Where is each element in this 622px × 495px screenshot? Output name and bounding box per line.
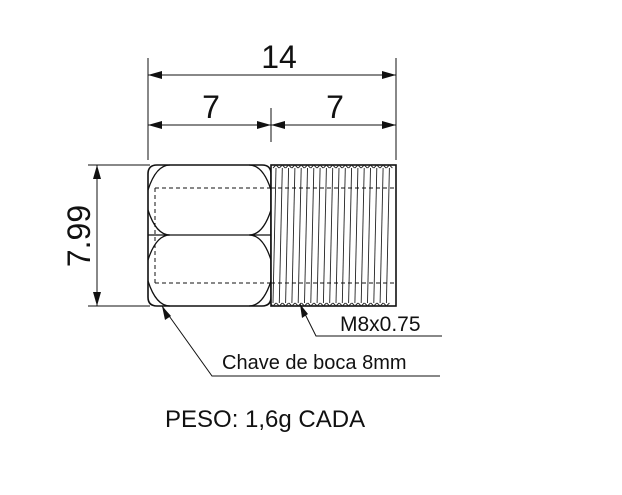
hex-body xyxy=(147,164,275,307)
height-label: 7.99 xyxy=(61,205,97,267)
weight-note: PESO: 1,6g CADA xyxy=(165,406,365,433)
thread-annotation: M8x0.75 xyxy=(299,303,442,337)
thread-label: M8x0.75 xyxy=(340,313,421,336)
left-length-label: 7 xyxy=(202,89,220,125)
wrench-label: Chave de boca 8mm xyxy=(222,352,407,374)
split-length-dimension: 7 7 xyxy=(148,89,396,142)
overall-length-dimension: 14 xyxy=(147,39,397,160)
thread-lines xyxy=(269,164,393,307)
height-dimension: 7.99 xyxy=(61,164,150,307)
overall-length-label: 14 xyxy=(261,39,297,75)
right-length-label: 7 xyxy=(326,89,344,125)
threaded-section xyxy=(269,164,397,307)
wrench-annotation: Chave de boca 8mm xyxy=(161,305,440,377)
